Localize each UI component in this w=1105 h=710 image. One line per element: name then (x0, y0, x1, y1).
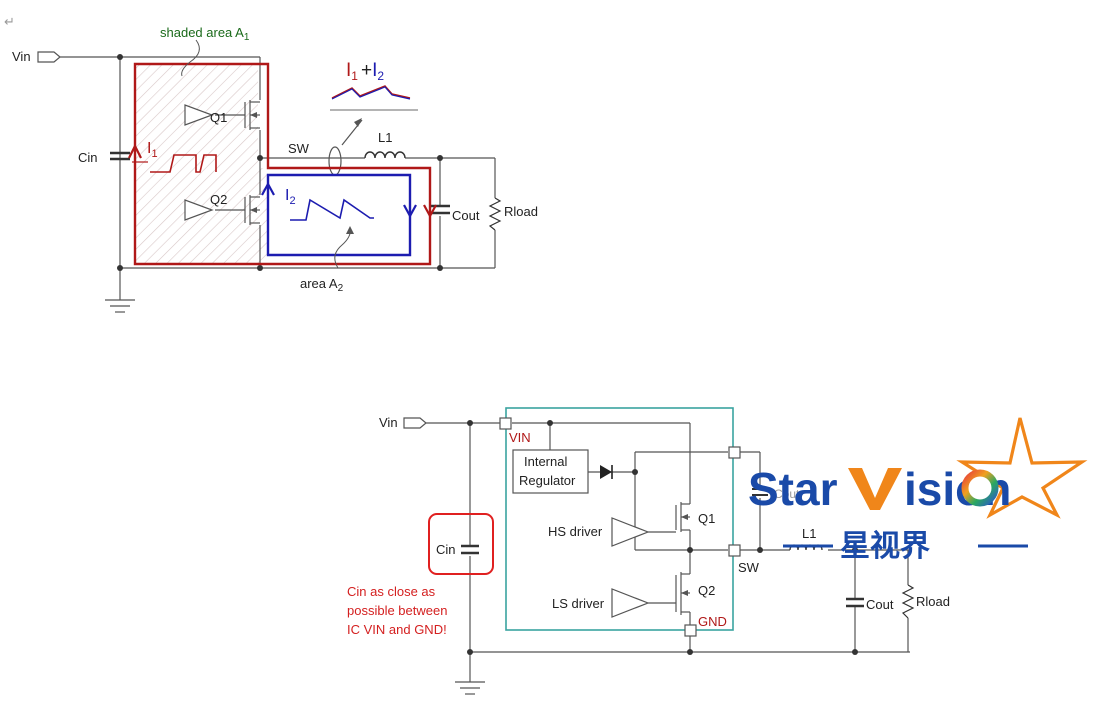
ic-package-box (505, 407, 734, 631)
bottom-vin-label: Vin (379, 415, 398, 430)
starvision-watermark: Star V ision 星视界 (748, 417, 1088, 564)
sum-waveform-blue (331, 86, 411, 100)
bottom-q2-arrow-icon (681, 590, 688, 596)
top-i2-label: I2 (285, 187, 296, 207)
q2-arrow-icon (250, 207, 257, 213)
brand-chinese-text: 星视界 (840, 529, 930, 564)
top-q1-label: Q1 (210, 110, 227, 125)
i1-waveform (150, 154, 217, 173)
vin-pin-label: VIN (509, 430, 531, 445)
boot-diode-icon (600, 465, 612, 479)
sum-current-label: I1+I2 (346, 60, 384, 83)
bottom-junction-dots (467, 420, 858, 655)
regulator-line2: Regulator (519, 473, 576, 488)
ls-driver-icon (611, 588, 650, 618)
top-q2-driver-icon (184, 199, 214, 221)
bottom-sw-label: SW (738, 560, 760, 575)
top-junction-dots (117, 54, 443, 271)
top-i1-label: I1 (147, 140, 158, 160)
bottom-rload-resistor-icon (901, 584, 915, 619)
top-circuit: ↵ Vin (4, 14, 538, 313)
i1-up-arrow-icon (128, 143, 142, 159)
ls-driver-label: LS driver (552, 596, 605, 611)
i2-loop (266, 173, 412, 257)
note-line2: possible between (347, 603, 447, 618)
probe-arrow-icon (354, 118, 362, 127)
return-mark-icon: ↵ (4, 14, 15, 29)
sum-waveform-red (331, 85, 411, 99)
bottom-q1-label: Q1 (698, 511, 715, 526)
shaded-area-label: shaded area A1 (160, 25, 250, 43)
ic-pins (499, 417, 741, 637)
top-rload-label: Rload (504, 204, 538, 219)
top-cin-capacitor-icon (110, 151, 130, 161)
bottom-cout-label: Cout (866, 597, 894, 612)
aperture-ring-icon (961, 469, 999, 507)
bottom-rload-label: Rload (916, 594, 950, 609)
top-vin-label: Vin (12, 49, 31, 64)
top-rload-resistor-icon (488, 197, 502, 231)
regulator-line1: Internal (524, 454, 567, 469)
top-q1-driver-icon (184, 104, 214, 126)
brand-star-text: Star (748, 463, 838, 515)
i2-waveform (290, 198, 374, 221)
brand-v-icon (848, 468, 902, 510)
q1-arrow-icon (250, 112, 257, 118)
cin-highlight-box (428, 513, 494, 575)
shaded-area-pointer (181, 39, 200, 77)
star-logo-icon (956, 417, 1088, 519)
bottom-cin-label: Cin (436, 542, 456, 557)
i1-down-arrow-icon (423, 204, 437, 219)
i1-loop (133, 62, 432, 266)
bottom-vin-port-icon (403, 417, 427, 429)
top-l1-inductor-icon (364, 151, 406, 159)
hs-driver-icon (611, 517, 650, 547)
bottom-l1-label: L1 (802, 526, 816, 541)
bottom-q2-label: Q2 (698, 583, 715, 598)
vin-port-icon (37, 51, 61, 63)
bottom-circuit: Vin (347, 407, 950, 695)
top-l1-label: L1 (378, 130, 392, 145)
i2-up-arrow-icon (261, 181, 275, 196)
gnd-pin-label: GND (698, 614, 727, 629)
area-a2-arrow-icon (346, 226, 354, 234)
top-cout-label: Cout (452, 208, 480, 223)
top-sw-label: SW (288, 141, 310, 156)
area-a2-label: area A2 (300, 276, 344, 294)
top-q2-label: Q2 (210, 192, 227, 207)
bottom-cout-capacitor-icon (846, 597, 864, 608)
note-line3: IC VIN and GND! (347, 622, 447, 637)
top-cin-label: Cin (78, 150, 98, 165)
bottom-q1-arrow-icon (681, 514, 688, 520)
top-wires (60, 56, 496, 313)
note-line1: Cin as close as (347, 584, 436, 599)
bottom-cin-capacitor-icon (461, 544, 479, 555)
internal-regulator-box (512, 449, 589, 494)
boot-cap-label: Cout (774, 487, 800, 501)
top-cout-capacitor-icon (430, 204, 450, 215)
hs-driver-label: HS driver (548, 524, 603, 539)
i2-down-arrow-icon (403, 204, 417, 219)
boot-capacitor-icon (752, 488, 768, 496)
